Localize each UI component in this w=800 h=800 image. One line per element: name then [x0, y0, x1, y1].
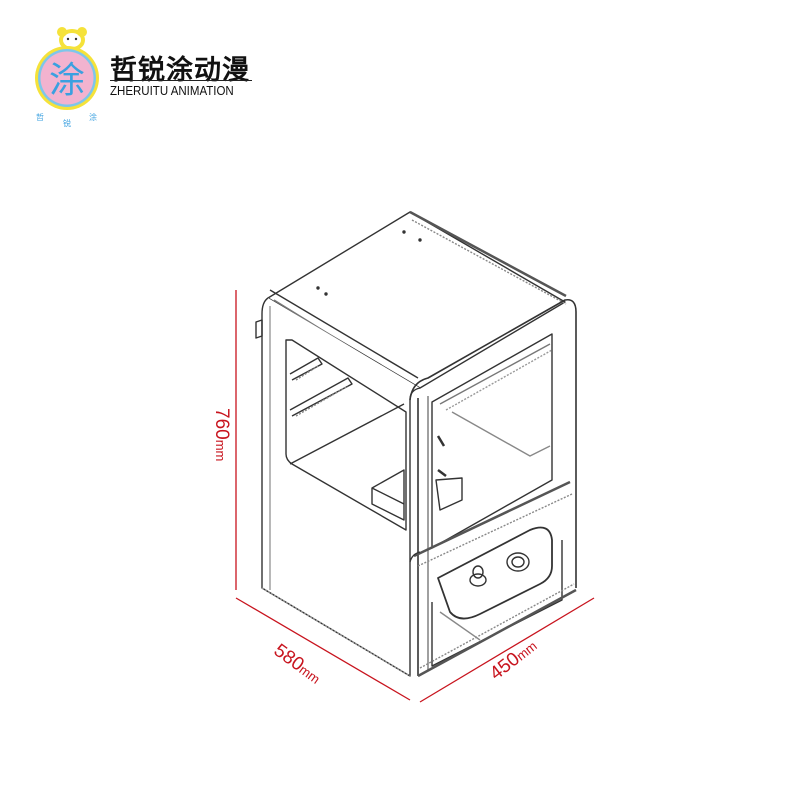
svg-text:涂: 涂	[89, 112, 97, 122]
brand-divider	[110, 80, 252, 81]
svg-text:锐: 锐	[63, 118, 71, 128]
dimension-lines	[235, 290, 595, 703]
svg-text:哲: 哲	[36, 113, 44, 122]
width-dimension-line	[419, 597, 595, 703]
logo-emblem-icon: 涂 哲 锐 涂	[35, 27, 99, 128]
brand-logo: 涂 哲 锐 涂 哲锐涂动漫 ZHERUITU ANIMATION	[22, 20, 262, 130]
brand-name-en: ZHERUITU ANIMATION	[110, 84, 234, 98]
depth-dimension-line	[235, 597, 411, 701]
height-value: 760	[211, 408, 232, 440]
height-unit: mm	[213, 439, 228, 462]
height-dimension-label: 760mm	[210, 408, 232, 461]
svg-text:涂: 涂	[49, 60, 85, 101]
